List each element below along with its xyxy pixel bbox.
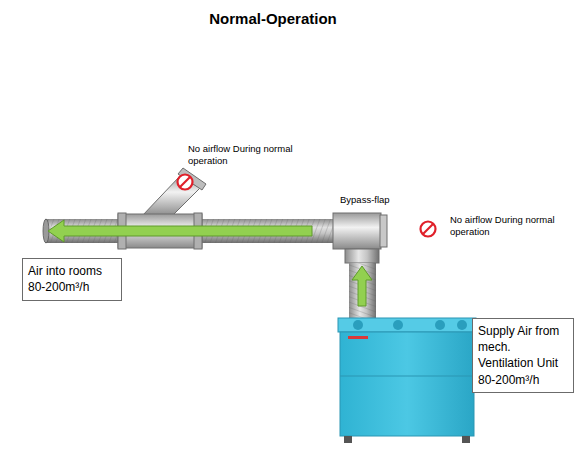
box-text: Supply Air from mech. Ventilation Unit 8…	[478, 323, 568, 388]
svg-part	[340, 376, 474, 377]
svg-part	[462, 436, 470, 443]
svg-part	[353, 320, 363, 330]
svg-part	[457, 320, 467, 330]
svg-part	[333, 213, 381, 249]
svg-part	[338, 318, 476, 332]
airflow-arrow	[48, 220, 312, 242]
label-box: Air into rooms 80-200m³/h	[22, 258, 122, 301]
ventilation-unit	[338, 318, 476, 443]
no-entry-symbol	[421, 222, 436, 237]
diagram-title: Normal-Operation	[0, 10, 546, 27]
svg-part	[348, 336, 368, 339]
svg-part	[178, 175, 193, 190]
part-name: Bypass-flap	[340, 194, 390, 206]
svg-part	[180, 177, 190, 187]
svg-part	[345, 249, 379, 263]
no-entry-symbol	[178, 175, 193, 190]
svg-part	[349, 263, 376, 319]
box-text: Air into rooms 80-200m³/h	[28, 263, 116, 295]
label-box: Supply Air from mech. Ventilation Unit 8…	[472, 318, 574, 393]
svg-part	[344, 436, 352, 443]
svg-part	[421, 222, 436, 237]
bypass-tee	[333, 213, 387, 263]
y-branch-fitting	[118, 168, 206, 249]
vertical-duct	[349, 263, 376, 319]
svg-part	[393, 320, 403, 330]
svg-part	[380, 215, 387, 247]
note-text: No airflow During normal operation	[450, 214, 575, 238]
airflow-arrow	[352, 266, 372, 306]
svg-part	[435, 320, 445, 330]
svg-part	[349, 263, 376, 319]
svg-part	[423, 224, 433, 234]
note-text: No airflow During normal operation	[188, 143, 300, 167]
svg-part	[178, 168, 206, 190]
svg-part	[340, 332, 474, 436]
